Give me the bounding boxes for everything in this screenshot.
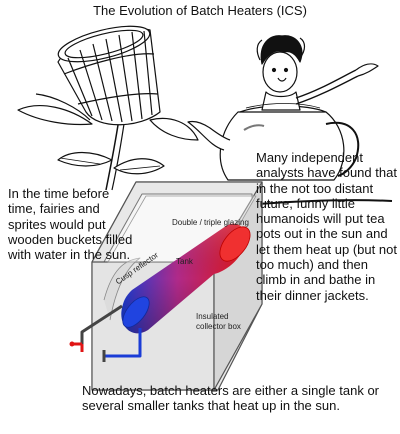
teapot-illustration — [187, 35, 379, 181]
paragraph-nowadays: Nowadays, batch heaters are either a sin… — [82, 383, 380, 414]
hand-underline — [257, 199, 393, 205]
label-tank: Tank — [176, 257, 193, 266]
batch-heater-illustration — [69, 181, 263, 391]
paragraph-fairies: In the time before time, fairies and spr… — [8, 186, 133, 263]
paragraph-teapot: Many independent analysts have found tha… — [256, 150, 397, 303]
wooden-bucket-illustration — [17, 25, 199, 191]
storage-tank — [121, 223, 251, 334]
page-title: The Evolution of Batch Heaters (ICS) — [93, 3, 307, 18]
label-collector-box: Insulated collector box — [196, 312, 241, 331]
label-glazing: Double / triple glazing — [172, 218, 249, 227]
